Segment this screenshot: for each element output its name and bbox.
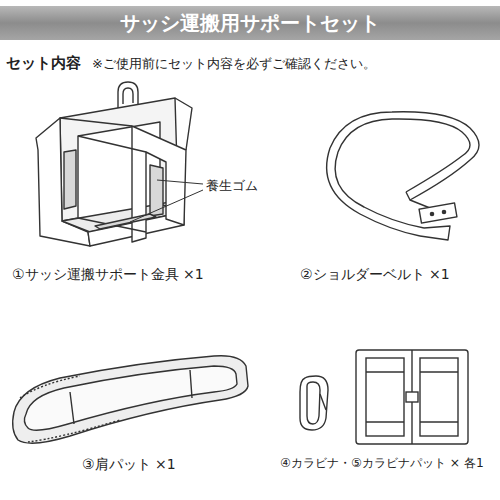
part-name: 養生ゴム: [206, 178, 258, 194]
section-heading: セット内容: [6, 54, 81, 72]
item-caption: ④カラビナ・⑤カラビナパット × 各1: [280, 456, 484, 471]
title-bar: [0, 6, 500, 40]
carabiner: [300, 376, 328, 430]
carabiner-pad: [356, 350, 468, 444]
shoulder-belt: [327, 112, 479, 240]
support-bracket: [36, 82, 192, 246]
item-caption: ③肩パット ×1: [82, 456, 176, 473]
note-text: ※ご使用前にセット内容を必ずご確認ください。: [92, 56, 376, 72]
title-text: サッシ運搬用サポートセット: [120, 11, 380, 35]
shoulder-pad: [13, 356, 248, 443]
item-caption: ②ショルダーベルト ×1: [300, 266, 450, 283]
item-caption: ①サッシ運搬サポート金具 ×1: [12, 266, 204, 283]
leader-line: [130, 180, 203, 222]
